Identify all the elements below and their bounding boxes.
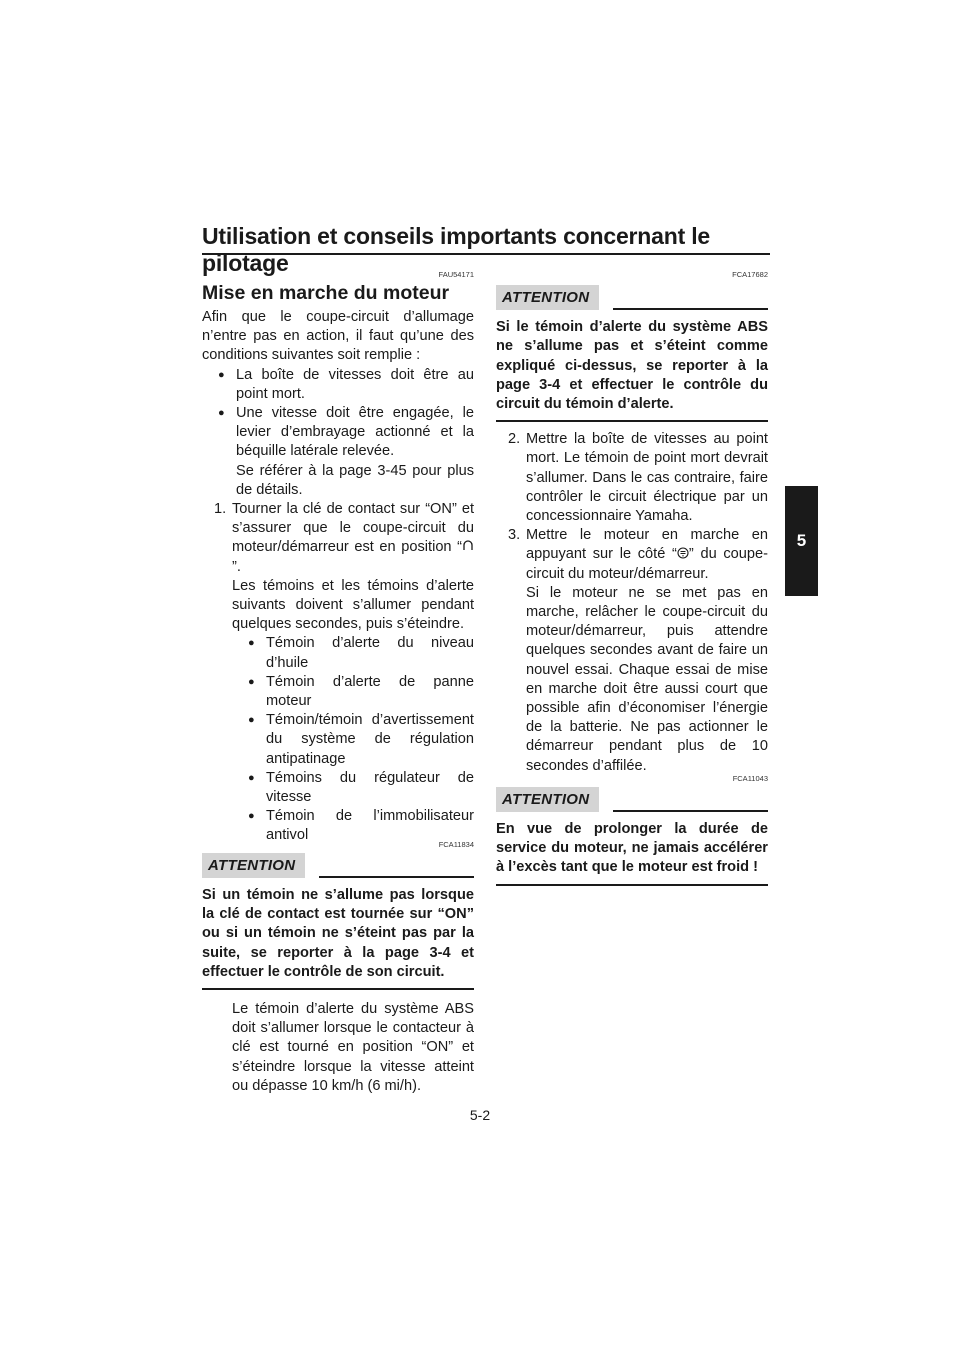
bullet-icon: ●	[248, 810, 255, 823]
list-item: ●Témoin d’alerte du niveau d’huile	[202, 634, 474, 672]
step-1: 1. Tourner la clé de contact sur “ON” et…	[214, 501, 474, 633]
attention-label: ATTENTION	[496, 786, 600, 813]
attention-header: ATTENTION	[496, 786, 768, 813]
reference-code: FCA11043	[732, 773, 768, 783]
bullet-icon: ●	[218, 368, 225, 381]
header-rule	[202, 253, 770, 255]
list-item: ●Témoin d’alerte de panne moteur	[202, 673, 474, 711]
attention-header: ATTENTION	[496, 285, 768, 311]
list-item: ●Témoin de l’immobilisateur antivol	[202, 807, 474, 845]
reference-code: FAU54171	[438, 270, 474, 279]
list-item: ●Témoins du régulateur de vitesse	[202, 769, 474, 807]
page-number: 5-2	[469, 1107, 491, 1123]
chapter-tab: 5	[785, 486, 818, 596]
step-3: 3. Mettre le moteur en marche en appuyan…	[508, 527, 769, 774]
section-title: Mise en marche du moteur	[202, 282, 450, 304]
right-column: FCA17682 ATTENTION Si le témoin d’alerte…	[496, 270, 768, 886]
abs-note: Le témoin d’alerte du système ABS doit s…	[232, 1000, 474, 1094]
engine-run-icon	[463, 540, 473, 551]
attention-rule	[613, 308, 768, 311]
bullet-note: Se référer à la page 3-45 pour plus de d…	[236, 462, 474, 498]
attention-label: ATTENTION	[496, 285, 600, 311]
attention-body: Si un témoin ne s’allume pas lorsque la …	[202, 886, 474, 990]
page-header-title: Utilisation et conseils importants conce…	[202, 223, 711, 276]
bullet-icon: ●	[248, 714, 255, 727]
attention-rule	[613, 810, 768, 813]
attention-header: ATTENTION	[202, 852, 474, 878]
bullet-icon: ●	[218, 407, 225, 420]
engine-start-icon	[677, 547, 689, 559]
reference-code: FCA11834	[438, 839, 474, 849]
attention-label: ATTENTION	[202, 852, 306, 878]
attention-body: En vue de prolonger la durée de service …	[496, 820, 768, 886]
left-column: FAU54171 Mise en marche du moteur Afin q…	[202, 270, 474, 1096]
list-item: ●Témoin/témoin d’avertissement du systèm…	[202, 711, 474, 769]
bullet-icon: ●	[248, 771, 255, 784]
intro-paragraph: Afin que le coupe-circuit d’allumage n’e…	[202, 309, 474, 364]
reference-code: FCA17682	[732, 270, 768, 279]
bullet-icon: ●	[248, 675, 255, 688]
step-2: 2. Mettre la boîte de vitesses au point …	[508, 431, 768, 525]
bullet-icon: ●	[248, 637, 255, 650]
attention-rule	[319, 875, 474, 878]
list-item: ● La boîte de vitesses doit être au poin…	[202, 366, 474, 404]
list-item: ● Une vitesse doit être engagée, le levi…	[202, 404, 474, 500]
attention-body: Si le témoin d’alerte du système ABS ne …	[496, 318, 768, 423]
